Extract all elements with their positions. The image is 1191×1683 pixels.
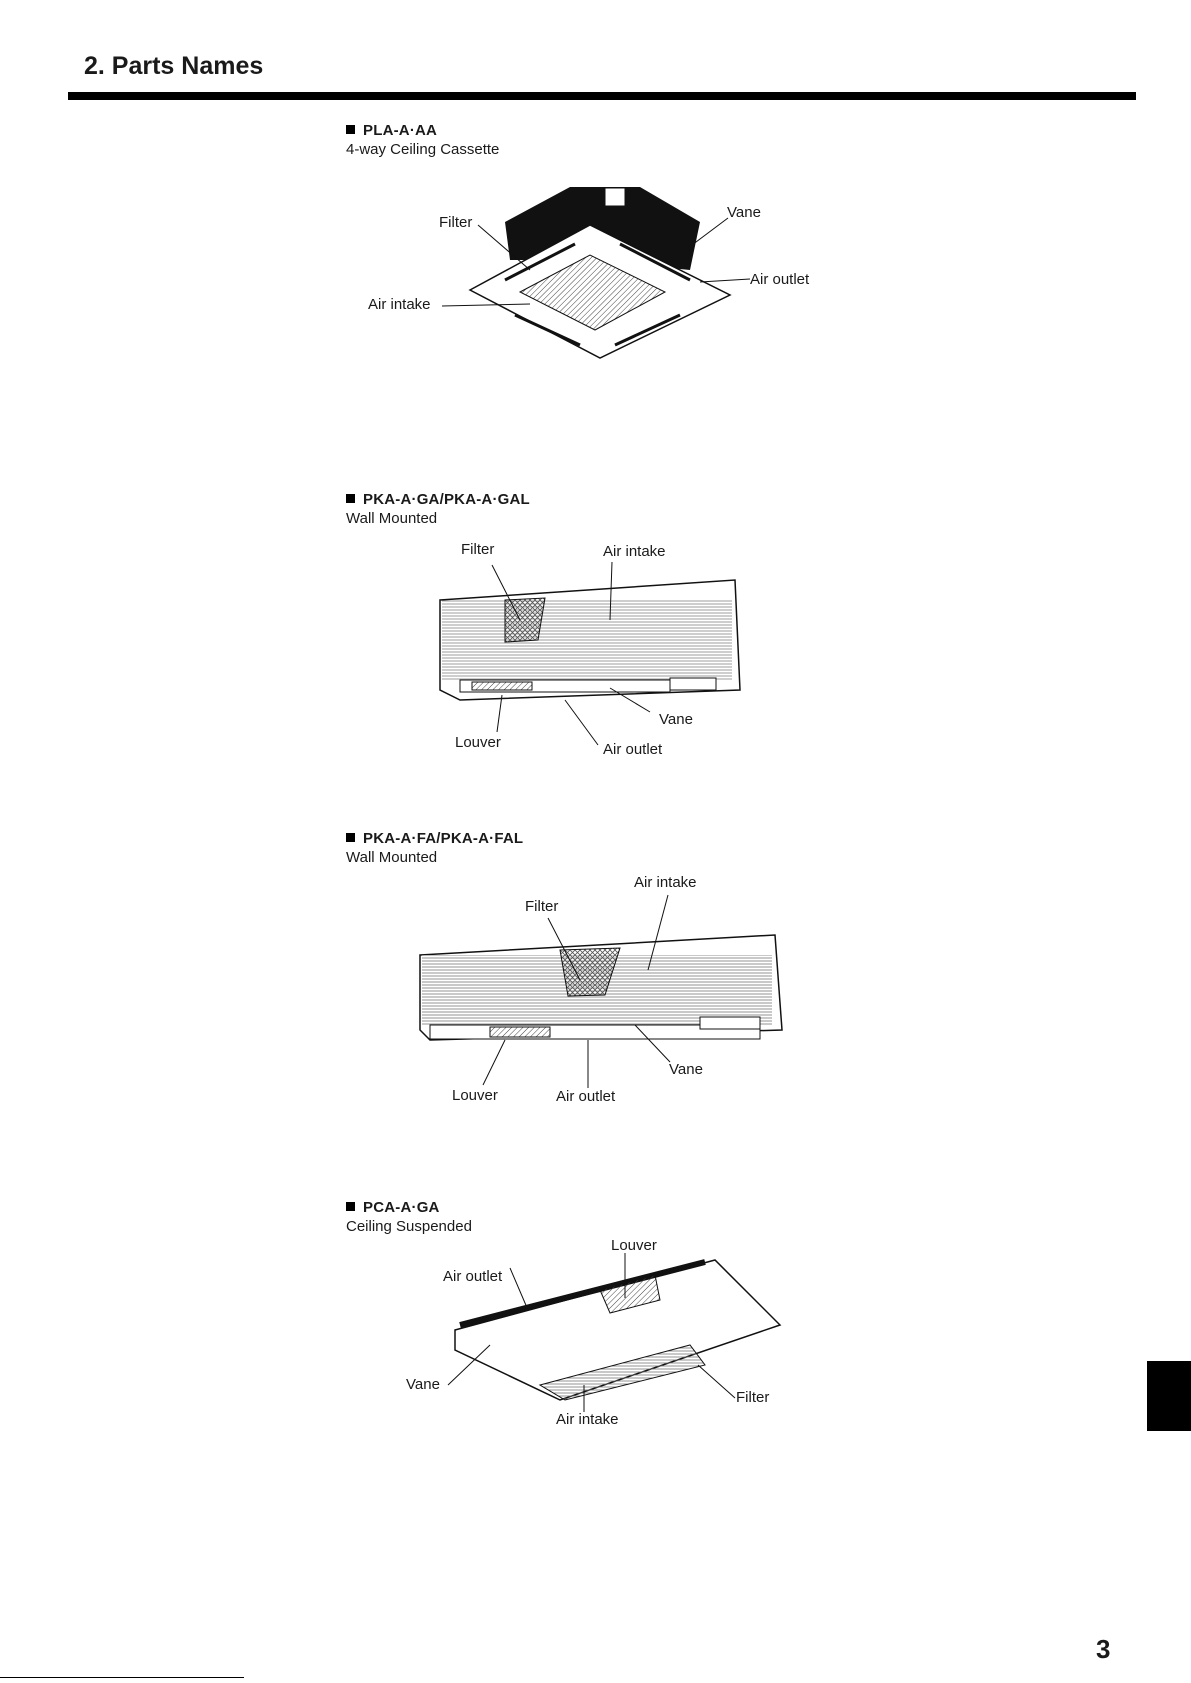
label-air-outlet: Air outlet (443, 1268, 502, 1285)
section-pka-fa: PKA-A·FA/PKA-A·FAL Wall Mounted (346, 830, 523, 866)
label-vane: Vane (659, 711, 693, 728)
label-vane: Vane (727, 204, 761, 221)
label-air-intake: Air intake (368, 296, 431, 313)
section-pca: PCA-A·GA Ceiling Suspended (346, 1199, 472, 1235)
cassette-box (605, 188, 625, 206)
model-heading: PKA-A·GA/PKA-A·GAL (346, 491, 530, 508)
label-air-intake: Air intake (634, 874, 697, 891)
label-filter: Filter (439, 214, 472, 231)
label-vane: Vane (406, 1376, 440, 1393)
label-air-outlet: Air outlet (603, 741, 662, 758)
label-filter: Filter (525, 898, 558, 915)
model-subtitle: Wall Mounted (346, 510, 530, 527)
label-air-intake: Air intake (603, 543, 666, 560)
label-air-intake: Air intake (556, 1411, 619, 1428)
model-heading: PKA-A·FA/PKA-A·FAL (346, 830, 523, 847)
model-subtitle: Wall Mounted (346, 849, 523, 866)
model-subtitle: Ceiling Suspended (346, 1218, 472, 1235)
bullet-square-icon (346, 1202, 355, 1211)
model-heading: PCA-A·GA (346, 1199, 472, 1216)
label-vane: Vane (669, 1061, 703, 1078)
label-louver: Louver (455, 734, 501, 751)
label-louver: Louver (611, 1237, 657, 1254)
section-pka-ga: PKA-A·GA/PKA-A·GAL Wall Mounted (346, 491, 530, 527)
page-number: 3 (1096, 1634, 1110, 1665)
label-air-outlet: Air outlet (556, 1088, 615, 1105)
label-air-outlet: Air outlet (750, 271, 809, 288)
bullet-square-icon (346, 494, 355, 503)
bullet-square-icon (346, 833, 355, 842)
footer-rule (0, 1677, 244, 1678)
chapter-tab (1147, 1361, 1191, 1431)
label-louver: Louver (452, 1087, 498, 1104)
label-filter: Filter (736, 1389, 769, 1406)
label-filter: Filter (461, 541, 494, 558)
